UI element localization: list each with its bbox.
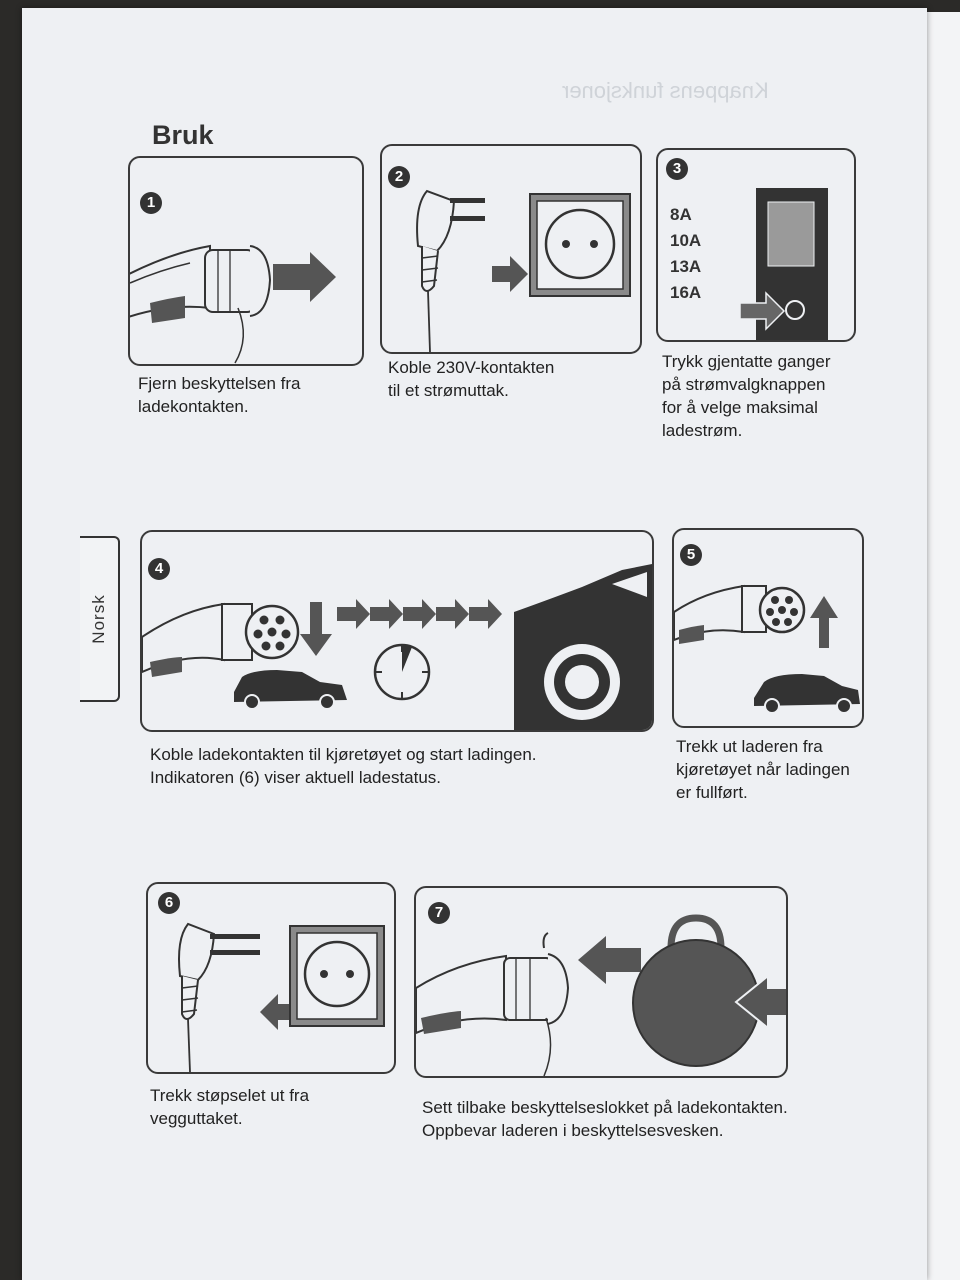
- language-tab-label: Norsk: [89, 594, 108, 644]
- unplug-from-socket-icon: [178, 922, 385, 1072]
- step-7-number: 7: [428, 902, 450, 924]
- step-4-caption: Koble ladekontakten til kjøretøyet og st…: [150, 745, 537, 787]
- plug-into-socket-icon: [416, 189, 631, 352]
- step-1-illustration: 1: [128, 156, 364, 366]
- step-6-number: 6: [158, 892, 180, 914]
- step-4-number: 4: [148, 558, 170, 580]
- section-title: Bruk: [152, 120, 214, 150]
- step-6-caption: Trekk støpselet ut fra vegguttaket.: [150, 1086, 310, 1128]
- step-2-illustration: 2: [380, 144, 642, 354]
- connector-with-cap-icon: [130, 244, 336, 364]
- step-3-illustration: 3 8A 10A 13A 16A: [656, 148, 856, 342]
- step-5-illustration: 5: [672, 528, 864, 728]
- step-1-caption: Fjern beskyttelsen fra ladekontakten.: [138, 374, 301, 416]
- step-6-illustration: 6: [146, 882, 396, 1074]
- disconnect-from-vehicle-icon: [674, 584, 860, 714]
- store-in-bag-icon: [416, 914, 786, 1076]
- step-2-number: 2: [388, 166, 410, 188]
- step-5-number: 5: [680, 544, 702, 566]
- step-3-number: 3: [666, 158, 688, 180]
- current-options: 8A 10A 13A 16A: [670, 205, 702, 302]
- step-2-caption: Koble 230V-kontakten til et strømuttak.: [388, 358, 555, 400]
- step-7-illustration: 7: [414, 886, 788, 1078]
- connect-to-vehicle-icon: [142, 564, 652, 730]
- language-tab: Norsk: [80, 536, 120, 702]
- current-select-button-icon: [739, 188, 828, 340]
- show-through-text: Knappens funksjoner: [562, 78, 769, 103]
- step-4-illustration: 4: [140, 530, 654, 732]
- step-1-number: 1: [140, 192, 162, 214]
- step-5-caption: Trekk ut laderen fra kjøretøyet når ladi…: [676, 737, 850, 802]
- manual-page: Knappens funksjoner Bruk Norsk 1 Fjern b…: [22, 8, 927, 1280]
- step-7-caption: Sett tilbake beskyttelseslokket på ladek…: [422, 1098, 788, 1140]
- step-3-caption: Trykk gjentatte ganger på strømvalgknapp…: [662, 352, 831, 440]
